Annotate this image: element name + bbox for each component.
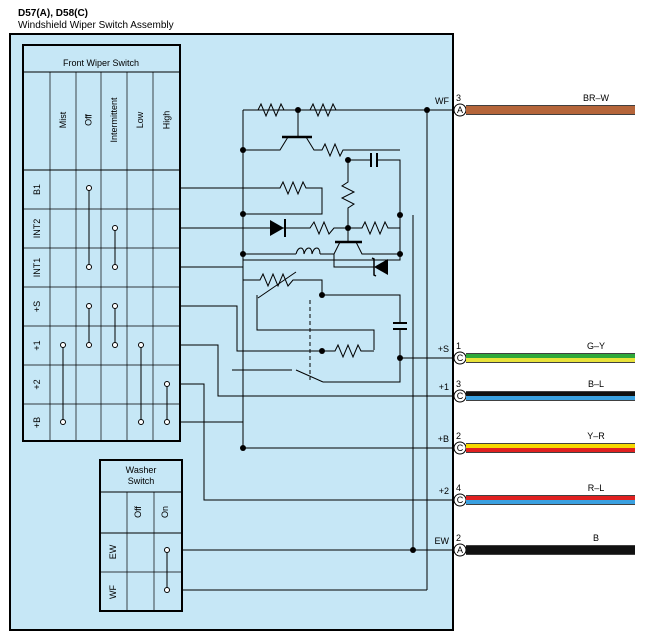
connector-ew: EW 2A B: [435, 533, 635, 557]
terminal-label-plus-1: +1: [32, 340, 42, 350]
connector-id: C: [457, 391, 464, 401]
connector-id: C: [457, 443, 464, 453]
connector-id: C: [457, 495, 464, 505]
washer-position-on: On: [160, 506, 170, 518]
connector-code: D57(A), D58(C): [18, 8, 89, 19]
contact-high-dot: [164, 381, 170, 387]
washer-switch-title-1: Washer: [126, 465, 157, 475]
wire-color-code: B–L: [588, 379, 604, 389]
wire-color-code: R–L: [588, 483, 605, 493]
front-wiper-switch-title: Front Wiper Switch: [63, 58, 139, 68]
junction-dots: [240, 107, 430, 553]
connector-terminal-label: +S: [438, 344, 449, 354]
wire-color-code: B: [593, 533, 599, 543]
connector-terminal-label: EW: [435, 536, 450, 546]
connector-pin-number: 2: [456, 431, 461, 441]
contact-high-dot: [164, 419, 170, 425]
assembly-title: Windshield Wiper Switch Assembly: [18, 20, 174, 31]
contact-low-dot: [138, 419, 144, 425]
contact-mist-dot: [60, 342, 66, 348]
connector-pin-number: 3: [456, 93, 461, 103]
connector-id: A: [457, 105, 463, 115]
connector-pin-number: 2: [456, 533, 461, 543]
diode-symbols: [270, 219, 388, 277]
position-label-off: Off: [84, 114, 94, 126]
position-label-mist: Mist: [58, 111, 68, 128]
contact-washer-on-dot: [164, 547, 170, 553]
contact-off-upper-dot: [86, 185, 92, 191]
connector-plus-b: +B 2C Y–R: [438, 431, 635, 455]
contact-intermittent-upper-dot: [112, 264, 118, 270]
contact-intermittent-lower-dot: [112, 342, 118, 348]
contact-mist-dot: [60, 419, 66, 425]
connector-terminal-label: +2: [439, 486, 449, 496]
terminal-label-int2: INT2: [32, 219, 42, 239]
washer-terminal-wf: WF: [108, 585, 118, 599]
internal-wiring: [180, 102, 455, 591]
contact-off-upper-dot: [86, 264, 92, 270]
position-label-low: Low: [135, 111, 145, 128]
terminal-label-plus-s: +S: [32, 301, 42, 312]
connector-pin-number: 4: [456, 483, 461, 493]
connector-id: A: [457, 545, 463, 555]
contact-intermittent-lower-dot: [112, 303, 118, 309]
switch-contacts: [60, 185, 170, 593]
front-wiper-switch-table: Front Wiper Switch Mist Off Intermittent Lo…: [22, 44, 181, 442]
terminal-label-plus-2: +2: [32, 379, 42, 389]
contact-off-lower-dot: [86, 303, 92, 309]
connector-terminal-label: WF: [435, 96, 449, 106]
connector-pin-number: 1: [456, 341, 461, 351]
terminal-label-plus-b: +B: [32, 417, 42, 428]
connector-wf: WF 3A BR–W: [435, 93, 635, 117]
wire-color-code: Y–R: [587, 431, 605, 441]
position-label-high: High: [162, 111, 172, 130]
position-label-intermittent: Intermittent: [109, 97, 119, 143]
connector-id: C: [457, 353, 464, 363]
connector-terminal-label: +B: [438, 434, 449, 444]
contact-washer-on-dot: [164, 587, 170, 593]
washer-switch-title-2: Switch: [128, 476, 155, 486]
connector-pin-number: 3: [456, 379, 461, 389]
terminal-label-b1: B1: [32, 184, 42, 195]
connector-plus-2: +2 4C R–L: [439, 483, 635, 507]
washer-terminal-ew: EW: [108, 544, 118, 559]
contact-off-lower-dot: [86, 342, 92, 348]
wire-color-code: G–Y: [587, 341, 605, 351]
contact-low-dot: [138, 342, 144, 348]
washer-position-off: Off: [133, 506, 143, 518]
terminal-label-int1: INT1: [32, 258, 42, 278]
connector-terminal-label: +1: [439, 382, 449, 392]
connector-plus-1: +1 3C B–L: [439, 379, 635, 403]
contact-intermittent-upper-dot: [112, 225, 118, 231]
connector-plus-s: +S 1C G–Y: [438, 341, 635, 365]
wire-color-code: BR–W: [583, 93, 610, 103]
